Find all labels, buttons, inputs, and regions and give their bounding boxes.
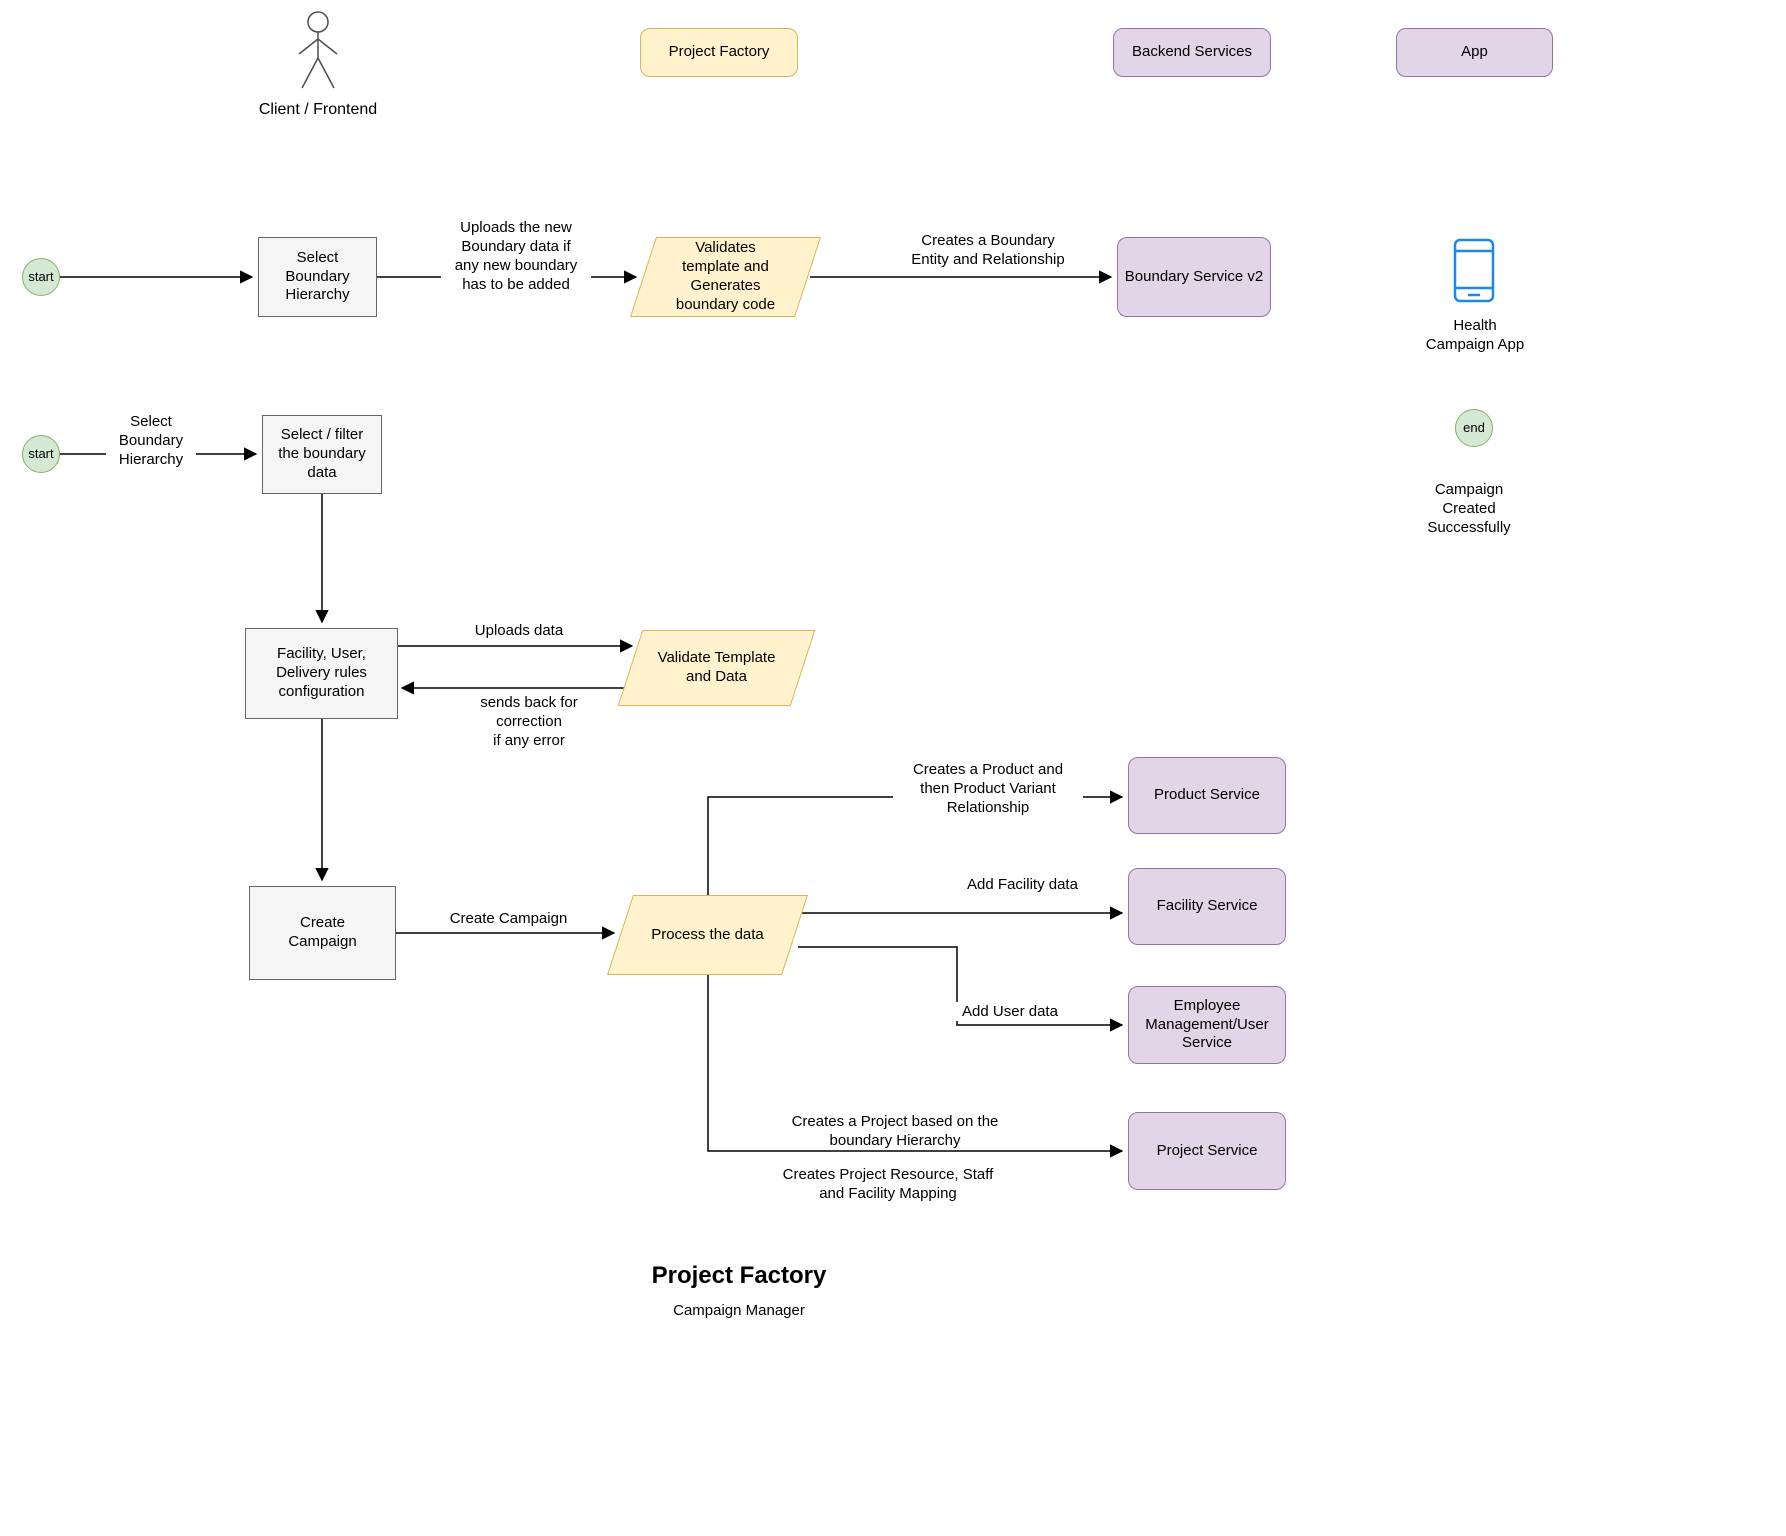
service-boundary-v2: Boundary Service v2 [1117, 237, 1271, 317]
step-select-boundary-hierarchy: Select Boundary Hierarchy [258, 237, 377, 317]
start-node-1: start [22, 258, 60, 296]
edge-process-to-employee-service [798, 946, 1124, 1032]
lane-label-client-frontend: Client / Frontend [258, 101, 378, 118]
edge-label-select-boundary-hierarchy: Select Boundary Hierarchy [106, 412, 196, 470]
process-the-data: Process the data [605, 895, 810, 975]
edge-label-uploads-data: Uploads data [463, 621, 575, 641]
step-facility-user-config: Facility, User, Delivery rules configura… [245, 628, 398, 719]
process-validate-template-data-label: Validate Template and Data [657, 649, 776, 685]
edge-process-to-project-service [707, 973, 1124, 1158]
service-employee-user: Employee Management/User Service [1128, 986, 1286, 1064]
edge-label-creates-project: Creates a Project based on the boundary … [775, 1112, 1015, 1151]
lane-backend-services: Backend Services [1113, 28, 1271, 77]
service-product: Product Service [1128, 757, 1286, 834]
edge-label-create-campaign: Create Campaign [440, 909, 577, 929]
process-validates-template-label: Validates template and Generates boundar… [675, 239, 776, 313]
process-validate-template-data: Validate Template and Data [615, 630, 818, 706]
edge-label-creates-mapping: Creates Project Resource, Staff and Faci… [763, 1165, 1013, 1204]
diagram-title: Project Factory [651, 1262, 827, 1289]
edge-label-creates-boundary-entity: Creates a Boundary Entity and Relationsh… [893, 231, 1083, 270]
lane-app: App [1396, 28, 1553, 77]
step-select-filter-boundary: Select / filter the boundary data [262, 415, 382, 494]
edge-label-creates-product: Creates a Product and then Product Varia… [893, 760, 1083, 818]
service-facility: Facility Service [1128, 868, 1286, 945]
actor-icon [288, 10, 348, 94]
edge-label-add-user-data: Add User data [955, 1002, 1065, 1022]
start-node-2: start [22, 435, 60, 473]
edge-label-sends-back: sends back for correction if any error [458, 693, 600, 751]
diagram-subtitle: Campaign Manager [673, 1302, 805, 1319]
process-validates-template: Validates template and Generates boundar… [628, 237, 823, 317]
process-the-data-label: Process the data [651, 925, 764, 943]
service-project: Project Service [1128, 1112, 1286, 1190]
edge-label-add-facility-data: Add Facility data [960, 875, 1085, 895]
edge-label-uploads-new-boundary: Uploads the new Boundary data if any new… [441, 218, 591, 295]
smartphone-icon [1452, 238, 1496, 304]
step-create-campaign: Create Campaign [249, 886, 396, 980]
label-health-campaign-app: Health Campaign App [1425, 317, 1525, 354]
end-node: end [1455, 409, 1493, 447]
lane-project-factory: Project Factory [640, 28, 798, 77]
label-campaign-created: Campaign Created Successfully [1427, 481, 1511, 537]
